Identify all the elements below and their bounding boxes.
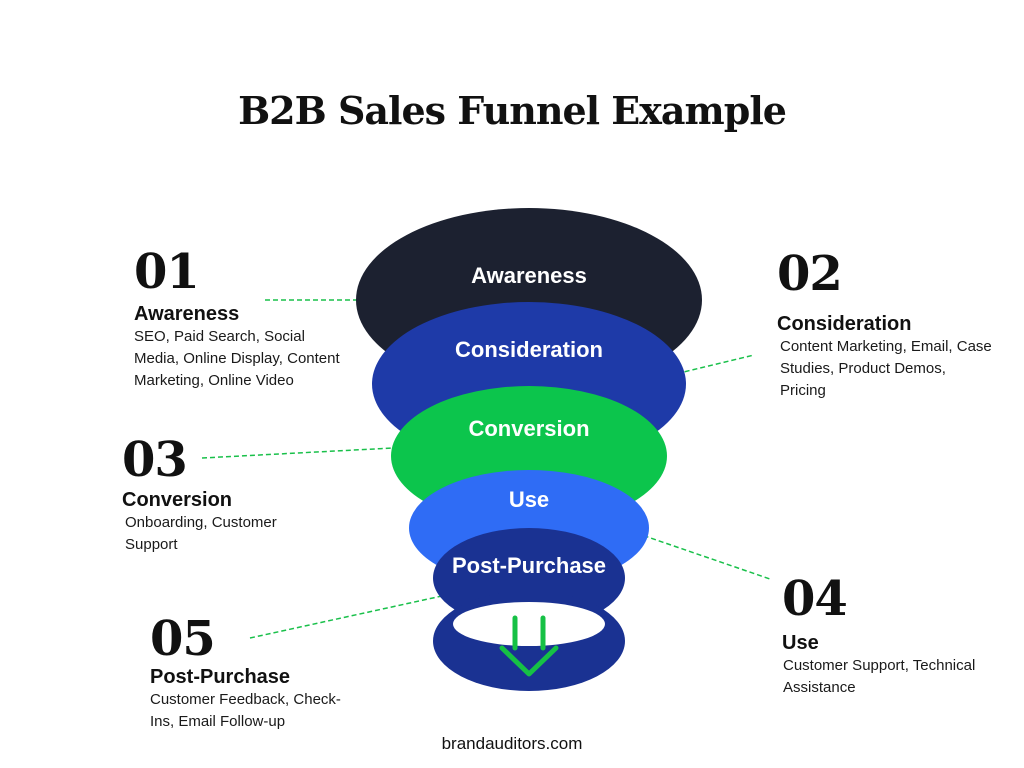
step-number: 02 [777, 246, 843, 302]
step-heading: Consideration [777, 313, 912, 335]
funnel-label-post-purchase: Post-Purchase [452, 553, 606, 578]
step-number: 01 [134, 244, 200, 300]
step-number: 04 [782, 571, 848, 627]
step-conversion: 03 Conversion Onboarding, Customer Suppo… [122, 434, 332, 556]
step-description: SEO, Paid Search, Social Media, Online D… [134, 328, 340, 389]
funnel-label-awareness: Awareness [471, 263, 587, 288]
step-awareness: 01 Awareness SEO, Paid Search, Social Me… [134, 246, 349, 392]
step-use: 04 Use Customer Support, Technical Assis… [782, 573, 982, 699]
step-heading: Post-Purchase [150, 666, 291, 688]
step-heading: Use [782, 632, 819, 654]
footer-domain: brandauditors.com [441, 734, 583, 753]
step-heading: Awareness [134, 303, 240, 325]
step-description: Onboarding, Customer Support [125, 514, 277, 553]
step-consideration: 02 Consideration Content Marketing, Emai… [777, 248, 992, 402]
step-description: Content Marketing, Email, Case Studies, … [780, 338, 992, 399]
funnel-label-conversion: Conversion [468, 416, 589, 441]
step-heading: Conversion [122, 489, 233, 511]
funnel-label-use: Use [509, 487, 549, 512]
connector-use [635, 532, 771, 580]
step-number: 03 [122, 432, 188, 488]
page-title: B2B Sales Funnel Example [238, 88, 787, 133]
funnel-label-consideration: Consideration [455, 337, 603, 362]
step-number: 05 [150, 611, 216, 667]
step-description: Customer Feedback, Check-Ins, Email Foll… [150, 691, 341, 730]
step-description: Customer Support, Technical Assistance [783, 657, 976, 696]
connector-post-purchase [249, 593, 452, 639]
step-post-purchase: 05 Post-Purchase Customer Feedback, Chec… [150, 613, 355, 733]
down-arrow-icon [499, 615, 559, 677]
funnel-bottom-opening [453, 602, 605, 646]
